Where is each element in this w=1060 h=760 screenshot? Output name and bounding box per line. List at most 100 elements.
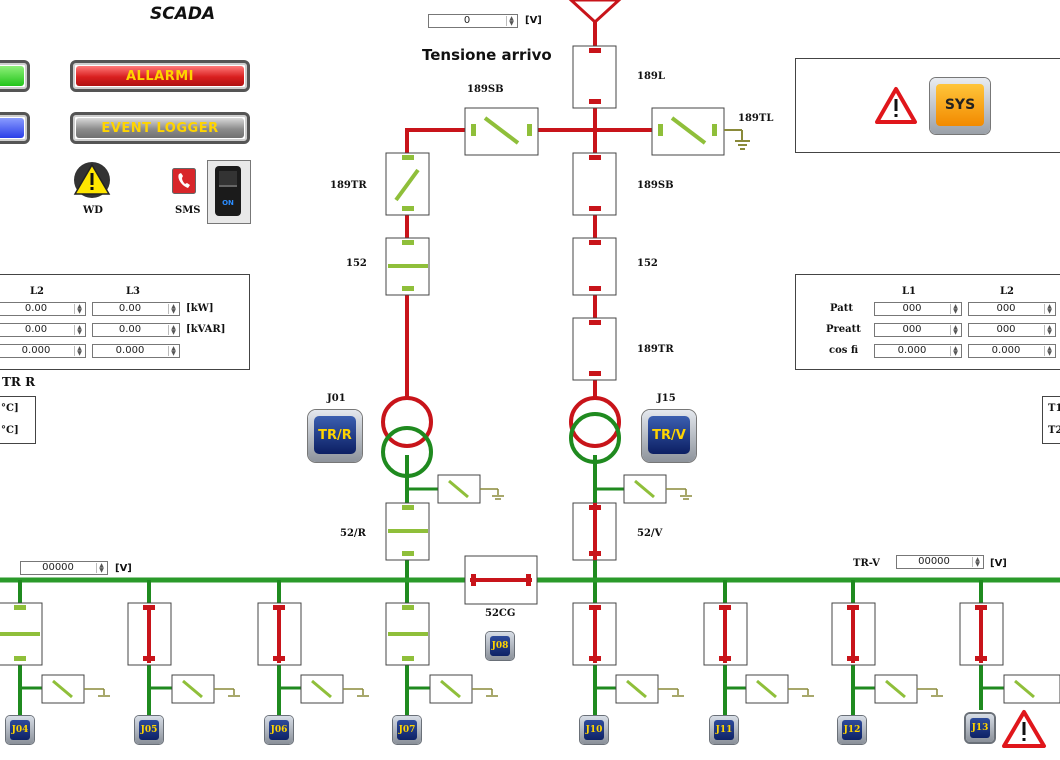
allarmi-button-label: ALLARMI xyxy=(76,66,244,86)
left-temp-unit-1: °C] xyxy=(1,403,19,414)
breaker-52R xyxy=(385,502,430,561)
label-189TR-left: 189TR xyxy=(330,180,367,191)
sms-label: SMS xyxy=(175,205,201,216)
feeder-j13 xyxy=(959,580,1060,710)
left-kvar-l2-input[interactable]: 0.00▲▼ xyxy=(0,323,86,337)
feeder-button-j06[interactable]: J06 xyxy=(265,716,293,744)
system-warning-icon xyxy=(875,87,917,124)
left-cosfi-l2-input[interactable]: 0.000▲▼ xyxy=(0,344,86,358)
arrival-voltage-unit: [V] xyxy=(525,15,542,26)
bus-coupler-52CG xyxy=(464,555,538,605)
arrival-voltage-input[interactable]: 0▲▼ xyxy=(428,14,518,28)
incoming-line-icon xyxy=(568,0,622,25)
wd-label: WD xyxy=(83,205,103,216)
event-logger-button-label: EVENT LOGGER xyxy=(76,118,244,138)
switch-189TL xyxy=(651,107,750,156)
transformer-tr-v-button[interactable]: TR/V xyxy=(642,410,696,462)
feeder-j06 xyxy=(257,580,369,718)
switch-189L xyxy=(572,45,617,109)
label-189TL: 189TL xyxy=(738,113,774,124)
label-J01: J01 xyxy=(327,393,346,404)
feeder-button-j05[interactable]: J05 xyxy=(135,716,163,744)
transformer-tr-v-label: TR/V xyxy=(648,416,690,454)
sys-button[interactable]: SYS xyxy=(930,78,990,134)
right-patt-l1-input[interactable]: 000▲▼ xyxy=(874,302,962,316)
feeder-j10 xyxy=(572,602,684,704)
feeder-button-j04[interactable]: J04 xyxy=(6,716,34,744)
bus-voltage-left-unit: [V] xyxy=(115,563,132,574)
feeder-button-j07[interactable]: J07 xyxy=(393,716,421,744)
status-indicator-blue[interactable] xyxy=(0,112,30,144)
feeder-j05 xyxy=(127,580,240,718)
arrival-voltage-caption: Tensione arrivo xyxy=(422,46,552,64)
j13-alarm-warning-icon xyxy=(1002,710,1046,748)
label-189SB-right: 189SB xyxy=(637,180,674,191)
allarmi-button[interactable]: ALLARMI xyxy=(70,60,250,92)
right-preatt-l1-input[interactable]: 000▲▼ xyxy=(874,323,962,337)
label-152-left: 152 xyxy=(346,258,367,269)
transformer-tr-r-label: TR/R xyxy=(314,416,356,454)
bus-voltage-right-label: TR-V xyxy=(853,558,880,569)
switch-189SB-right xyxy=(572,152,617,216)
feeder-button-j08[interactable]: J08 xyxy=(486,632,514,660)
right-panel-header-l1: L1 xyxy=(902,286,916,297)
right-label-cosfi: cos fi xyxy=(829,345,859,356)
breaker-52V xyxy=(572,502,617,561)
left-kvar-l3-input[interactable]: 0.00▲▼ xyxy=(92,323,180,337)
left-kvar-unit: [kVAR] xyxy=(186,324,226,335)
right-cosfi-l2-input[interactable]: 0.000▲▼ xyxy=(968,344,1056,358)
label-52R: 52/R xyxy=(340,528,366,539)
label-J15: J15 xyxy=(657,393,676,404)
transformer-tr-r-button[interactable]: TR/R xyxy=(308,410,362,462)
label-189SB-top: 189SB xyxy=(467,84,504,95)
bus-voltage-left-input[interactable]: 00000▲▼ xyxy=(20,561,108,575)
wd-warning-icon[interactable] xyxy=(70,160,114,200)
right-temperature-panel xyxy=(1042,396,1060,444)
app-title: SCADA xyxy=(150,4,216,24)
event-logger-button[interactable]: EVENT LOGGER xyxy=(70,112,250,144)
transformer-right xyxy=(569,396,621,464)
transformer-left xyxy=(381,396,433,478)
right-patt-l2-input[interactable]: 000▲▼ xyxy=(968,302,1056,316)
label-52CG: 52CG xyxy=(485,608,516,619)
right-label-patt: Patt xyxy=(830,303,853,314)
status-indicator-green[interactable] xyxy=(0,60,30,92)
right-cosfi-l1-input[interactable]: 0.000▲▼ xyxy=(874,344,962,358)
left-panel-header-l3: L3 xyxy=(126,286,140,297)
left-kw-l2-input[interactable]: 0.00▲▼ xyxy=(0,302,86,316)
feeder-button-j10[interactable]: J10 xyxy=(580,716,608,744)
feeder-button-j11[interactable]: J11 xyxy=(710,716,738,744)
feeder-j04 xyxy=(0,580,110,718)
right-preatt-l2-input[interactable]: 000▲▼ xyxy=(968,323,1056,337)
bus-voltage-right-unit: [V] xyxy=(990,558,1007,569)
switch-189TR-left xyxy=(385,152,430,216)
earth-switch-right-tr xyxy=(595,474,692,504)
feeder-button-j12[interactable]: J12 xyxy=(838,716,866,744)
sms-phone-icon[interactable] xyxy=(172,168,196,194)
right-temp-label-t2: T2 xyxy=(1048,425,1060,436)
left-cosfi-l3-input[interactable]: 0.000▲▼ xyxy=(92,344,180,358)
right-temp-label-t1: T1 xyxy=(1048,403,1060,414)
breaker-152-right xyxy=(572,237,617,296)
switch-state-label: ON xyxy=(222,199,234,207)
sys-button-label: SYS xyxy=(936,84,984,126)
left-temperature-panel xyxy=(0,396,36,444)
sms-toggle-switch[interactable]: ON xyxy=(207,160,251,224)
feeder-button-j13[interactable]: J13 xyxy=(966,714,994,742)
breaker-152-left xyxy=(385,237,430,296)
label-152-right: 152 xyxy=(637,258,658,269)
switch-189TR-right xyxy=(572,317,617,381)
label-189L: 189L xyxy=(637,71,665,82)
bus-voltage-right-input[interactable]: 00000▲▼ xyxy=(896,555,984,569)
feeder-j12 xyxy=(831,580,943,718)
left-kw-l3-input[interactable]: 0.00▲▼ xyxy=(92,302,180,316)
label-52V: 52/V xyxy=(637,528,663,539)
feeder-j11 xyxy=(703,580,814,718)
left-temp-unit-2: °C] xyxy=(1,425,19,436)
right-label-preatt: Preatt xyxy=(826,324,861,335)
left-kw-unit: [kW] xyxy=(186,303,214,314)
label-189TR-right: 189TR xyxy=(637,344,674,355)
switch-189SB-top xyxy=(464,107,539,156)
earth-switch-left-tr xyxy=(407,474,504,504)
